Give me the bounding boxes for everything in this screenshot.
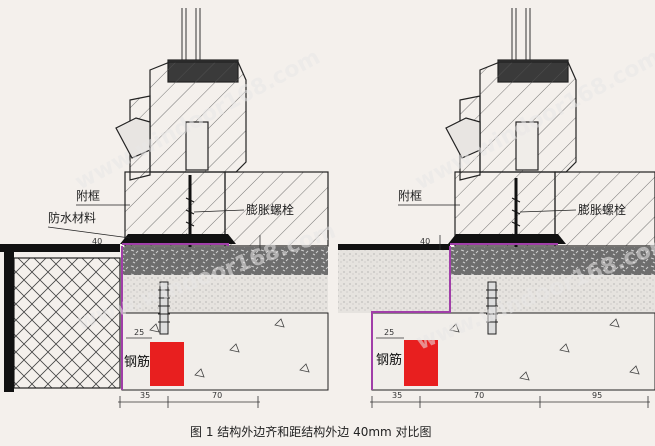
left-outer-wall [4, 252, 14, 392]
left-dim-40: 40 [92, 237, 102, 246]
right-mortar [450, 247, 655, 275]
right-dim-95: 95 [592, 391, 602, 400]
right-concrete-marks [449, 318, 640, 381]
right-waterproof-band [338, 244, 450, 250]
right-sub-frame-label: 附框 [398, 189, 422, 203]
left-plaster [122, 275, 328, 313]
left-rebar-block [150, 342, 184, 386]
left-dim-25: 25 [134, 328, 144, 337]
right-dim-70: 70 [474, 391, 484, 400]
left-mortar [122, 247, 328, 275]
left-wall-upper [224, 171, 329, 247]
right-left-block [338, 250, 450, 313]
left-dim-70: 70 [212, 391, 222, 400]
right-anchor [486, 281, 498, 335]
left-bolt-label: 膨胀螺栓 [246, 202, 294, 217]
left-waterproof-band [0, 244, 120, 252]
right-sub-frame [454, 171, 556, 247]
left-insulation [13, 257, 121, 389]
left-concrete-marks [149, 318, 310, 378]
left-outline [121, 243, 229, 390]
right-wall-upper [554, 171, 655, 247]
figure-caption: 图 1 结构外边齐和距结构外边 40mm 对比图 [190, 424, 432, 439]
right-rebar-block [404, 340, 438, 386]
right-glass [511, 8, 531, 62]
right-plaster [450, 275, 655, 313]
right-outline [371, 243, 558, 390]
right-window-frame [445, 59, 577, 181]
right-panel: 钢筋 附框 膨胀螺栓 35 70 95 25 40 [338, 8, 655, 408]
left-waterproof-label: 防水材料 [48, 210, 96, 225]
left-sub-frame [124, 171, 226, 247]
right-dim-35: 35 [392, 391, 402, 400]
left-dimensions [118, 235, 261, 408]
right-dim-25: 25 [384, 328, 394, 337]
left-rebar-label: 钢筋 [124, 354, 150, 370]
right-dimensions [370, 235, 650, 408]
right-rebar-label: 钢筋 [376, 352, 402, 368]
right-seal [448, 234, 566, 244]
left-seal [120, 234, 236, 244]
left-dim-35: 35 [140, 391, 150, 400]
left-window-frame [115, 59, 247, 181]
right-dim-40: 40 [420, 237, 430, 246]
left-sub-frame-label: 附框 [76, 189, 100, 203]
left-panel: 钢筋 附框 防水材料 膨胀螺栓 35 70 25 40 [0, 8, 329, 408]
right-bolt-label: 膨胀螺栓 [578, 202, 626, 217]
left-glass [181, 8, 201, 62]
